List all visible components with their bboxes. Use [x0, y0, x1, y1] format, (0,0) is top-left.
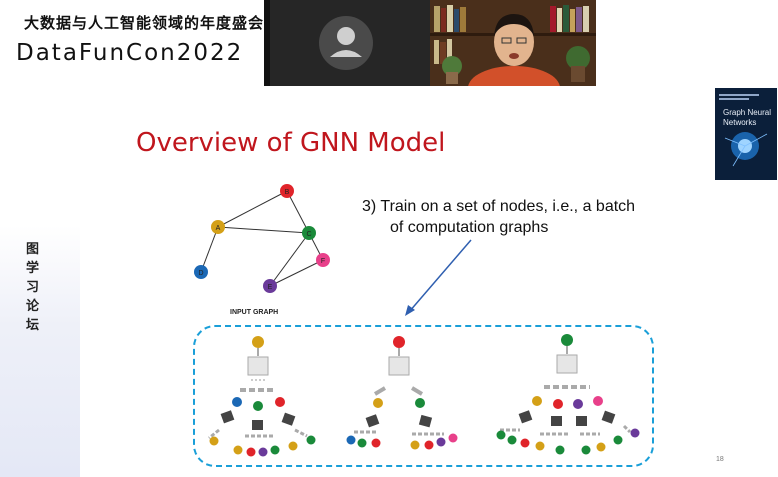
svg-text:F: F: [321, 258, 325, 265]
side-label-forum: 图学习论坛: [26, 242, 40, 333]
svg-text:C: C: [306, 231, 311, 238]
graph-node-C: C: [302, 226, 316, 240]
side-panel: [0, 225, 80, 477]
step-line-1: 3) Train on a set of nodes, i.e., a batc…: [362, 198, 636, 215]
pointer-arrow: [405, 239, 472, 316]
graph-node-F: F: [316, 253, 330, 267]
video-tile-speaker[interactable]: [430, 0, 596, 86]
page-number: 18: [716, 456, 724, 463]
svg-text:D: D: [198, 270, 203, 277]
input-graph: A B C D E F: [194, 184, 330, 293]
computation-graph-3: [496, 334, 640, 455]
graph-node-D: D: [194, 265, 208, 279]
input-graph-label: INPUT GRAPH: [230, 309, 279, 316]
svg-text:E: E: [268, 284, 273, 291]
event-title-en: DataFunCon2022: [16, 40, 244, 66]
book-cover-image: Graph Neural Networks: [715, 88, 777, 180]
slide-title: Overview of GNN Model: [136, 128, 446, 158]
video-tile-camera-off[interactable]: [270, 0, 430, 86]
step-description: 3) Train on a set of nodes, i.e., a batc…: [362, 196, 635, 238]
graph-node-A: A: [211, 220, 225, 234]
svg-text:A: A: [216, 225, 221, 232]
computation-graph-2: [346, 336, 458, 450]
event-title-cn: 大数据与人工智能领域的年度盛会: [24, 14, 265, 32]
computation-graphs-batch: [193, 325, 654, 467]
video-tile-black-left: [264, 0, 270, 86]
user-avatar-icon: [319, 16, 373, 70]
book-title: Graph Neural Networks: [723, 108, 772, 127]
graph-node-B: B: [280, 184, 294, 198]
graph-node-E: E: [263, 279, 277, 293]
speaker-video-image: [430, 0, 596, 86]
computation-graph-1: [208, 336, 316, 457]
svg-text:B: B: [285, 189, 290, 196]
step-line-2: of computation graphs: [390, 219, 549, 236]
book-cover-art: [715, 88, 777, 180]
